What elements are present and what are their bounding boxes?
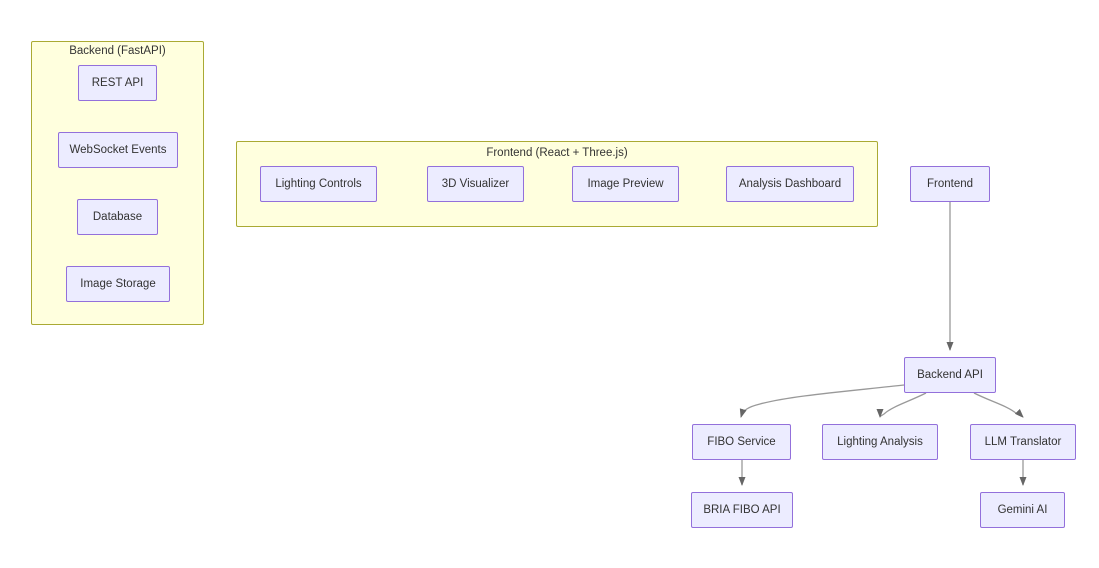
node-3d-visualizer[interactable]: 3D Visualizer [427,166,524,202]
node-image-storage[interactable]: Image Storage [66,266,170,302]
node-gemini-ai[interactable]: Gemini AI [980,492,1065,528]
edge-backend-api-to-lighting-analysis [876,392,927,418]
edge-backend-api-to-llm-translator [973,392,1024,418]
node-backend-api[interactable]: Backend API [904,357,996,393]
node-frontend[interactable]: Frontend [910,166,990,202]
edge-backend-api-to-fibo-service [739,384,905,418]
node-fibo-service[interactable]: FIBO Service [692,424,791,460]
node-bria-fibo-api[interactable]: BRIA FIBO API [691,492,793,528]
node-rest-api[interactable]: REST API [78,65,157,101]
node-lighting-controls[interactable]: Lighting Controls [260,166,377,202]
node-database[interactable]: Database [77,199,158,235]
node-analysis-dashboard[interactable]: Analysis Dashboard [726,166,854,202]
node-websocket-events[interactable]: WebSocket Events [58,132,178,168]
node-lighting-analysis[interactable]: Lighting Analysis [822,424,938,460]
cluster-backend-fastapi-label: Backend (FastAPI) [69,45,166,57]
cluster-frontend-react-three-label: Frontend (React + Three.js) [486,147,628,159]
node-image-preview[interactable]: Image Preview [572,166,679,202]
node-llm-translator[interactable]: LLM Translator [970,424,1076,460]
